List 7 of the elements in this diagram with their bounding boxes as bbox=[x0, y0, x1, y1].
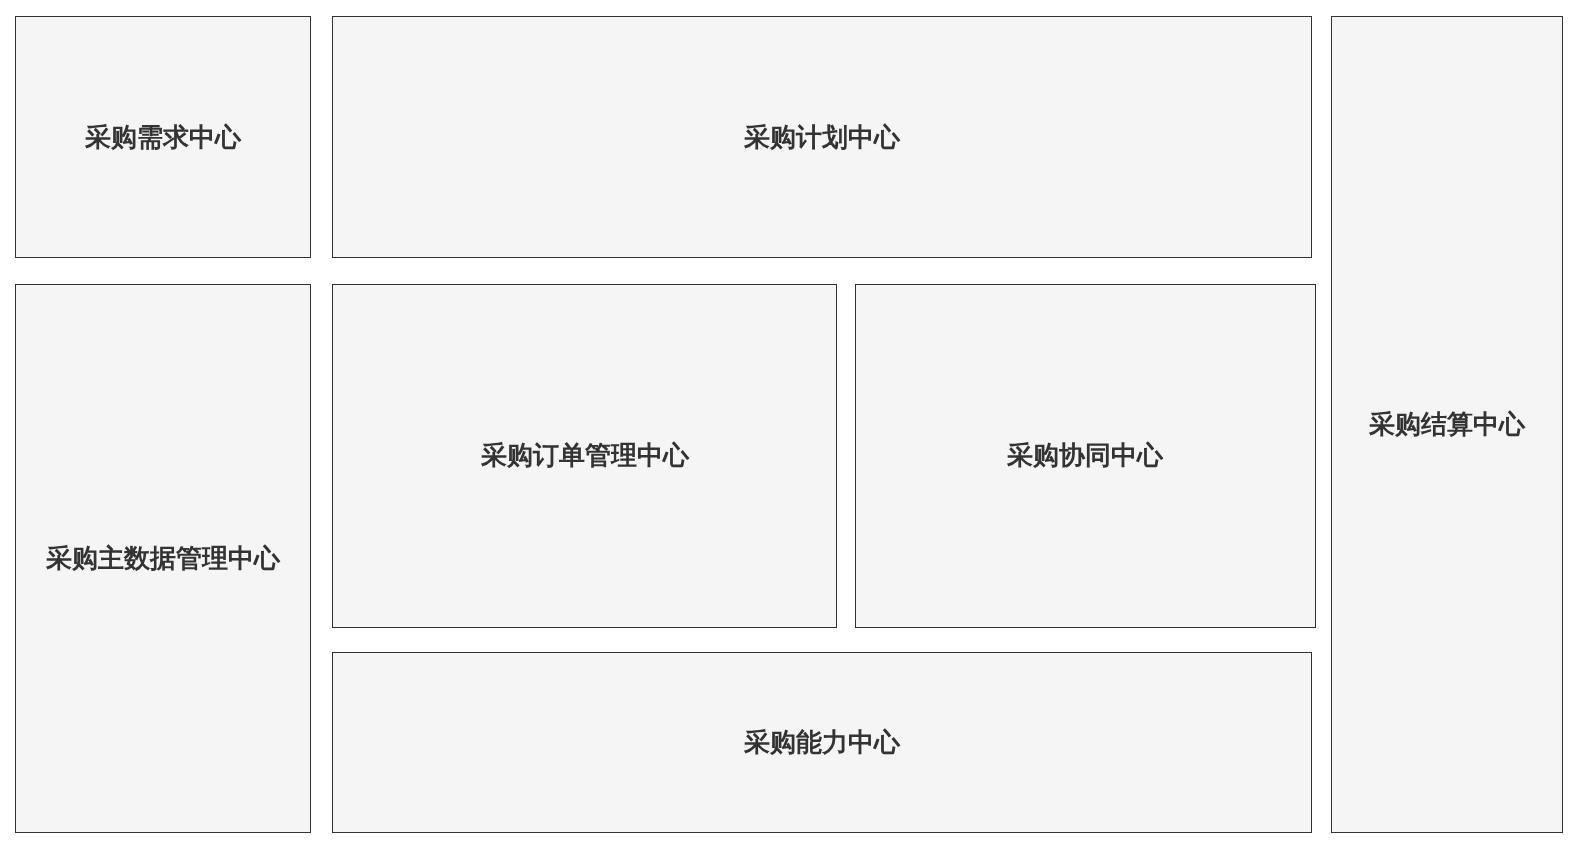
module-box: 采购订单管理中心 bbox=[331, 283, 838, 628]
module-box: 采购协同中心 bbox=[854, 283, 1316, 628]
module-box: 采购计划中心 bbox=[331, 16, 1312, 259]
module-box: 采购能力中心 bbox=[331, 651, 1312, 834]
module-box: 采购结算中心 bbox=[1330, 16, 1563, 834]
module-box: 采购主数据管理中心 bbox=[15, 283, 311, 834]
module-box: 采购需求中心 bbox=[15, 16, 311, 259]
